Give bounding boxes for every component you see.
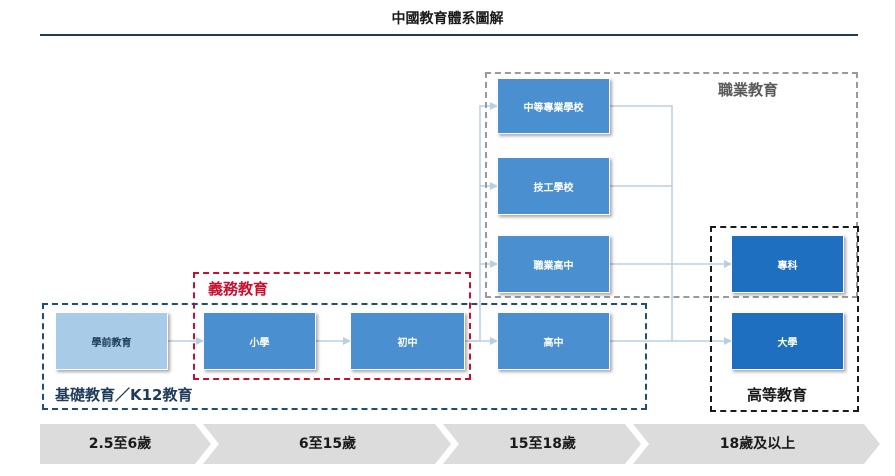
box-vocational-high-school: 職業高中 — [497, 235, 610, 293]
compulsory-education-region — [193, 272, 471, 380]
stage-band-2 — [203, 424, 451, 464]
title-underline — [40, 34, 858, 36]
stage-label-3: 15至18歲 — [509, 436, 576, 452]
diagram-title: 中國教育體系圖解 — [391, 11, 504, 27]
basic-education-label: 基礎教育／K12教育 — [55, 386, 193, 404]
box-university: 大學 — [731, 312, 844, 370]
box-senior-high-school: 高中 — [497, 312, 610, 370]
vocational-education-label: 職業教育 — [718, 81, 779, 99]
box-preschool: 學前教育 — [55, 312, 168, 370]
box-junior-college: 專科 — [731, 235, 844, 293]
stage-band-4 — [633, 424, 880, 464]
stage-band-1 — [40, 424, 211, 464]
stage-band-3 — [443, 424, 641, 464]
higher-education-label: 高等教育 — [747, 386, 808, 404]
box-secondary-vocational-school: 中等專業學校 — [497, 78, 610, 134]
basic-education-region — [42, 303, 647, 410]
vocational-education-region — [485, 72, 858, 298]
compulsory-education-label: 義務教育 — [208, 280, 269, 298]
higher-education-region — [710, 226, 859, 412]
stage-label-1: 2.5至6歲 — [88, 436, 152, 452]
arrow-secondary-to-college — [610, 105, 673, 341]
arrow-junior-to-vocational-branch — [465, 102, 498, 342]
box-technical-school: 技工學校 — [497, 157, 610, 215]
box-primary-school: 小學 — [203, 312, 316, 370]
stage-label-2: 6至15歲 — [298, 436, 357, 452]
box-junior-middle-school: 初中 — [350, 312, 465, 370]
stage-label-4: 18歲及以上 — [719, 436, 796, 452]
